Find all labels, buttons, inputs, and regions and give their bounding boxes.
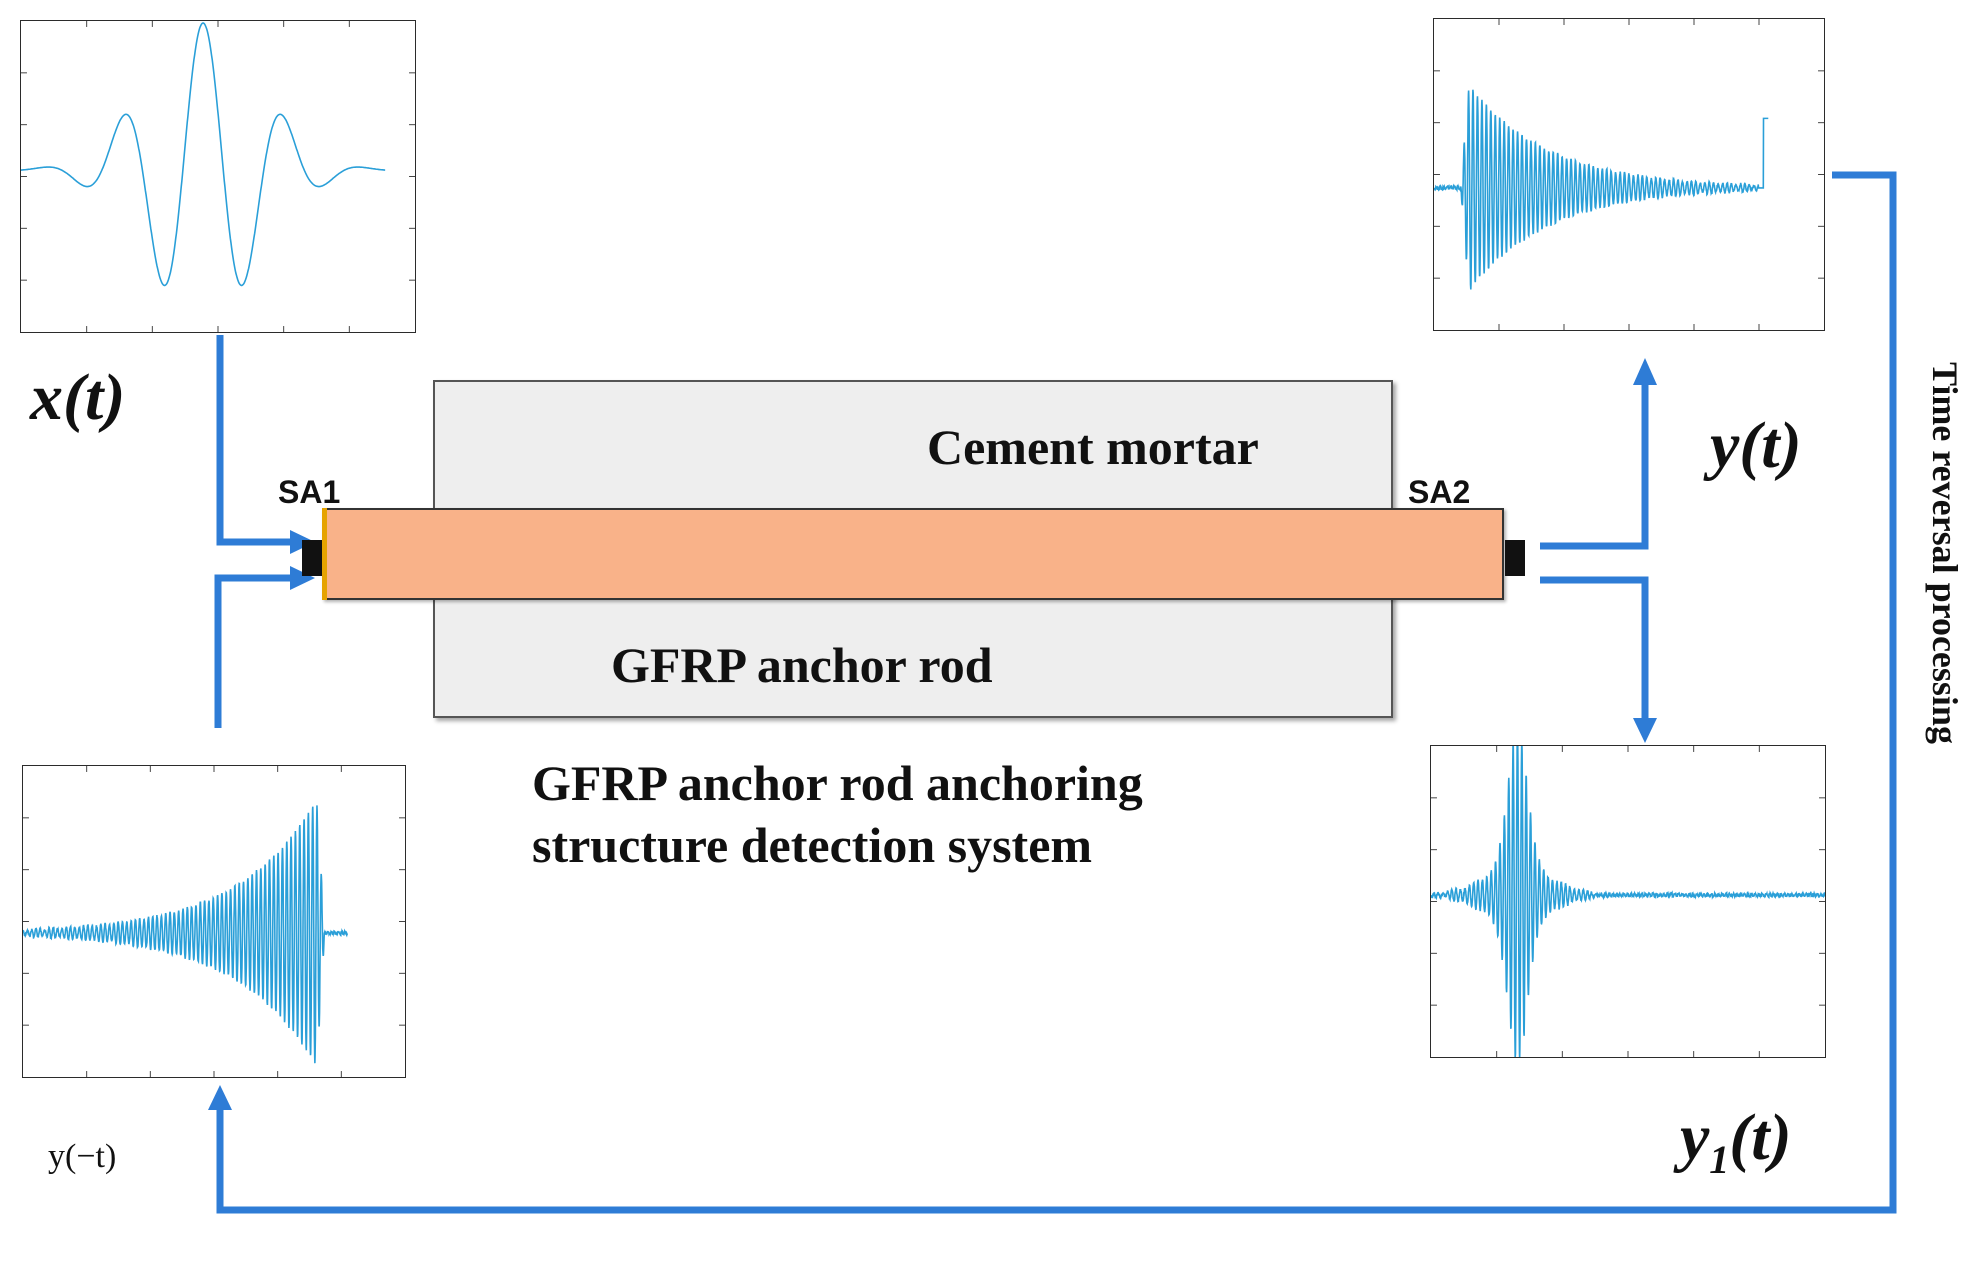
reversed-signal-label: y(−t) [48, 1138, 117, 1175]
focused-signal-subscript: 1 [1709, 1137, 1730, 1183]
caption-line-1: GFRP anchor rod anchoring [532, 755, 1143, 811]
reversed-waveform [23, 766, 405, 1077]
time-reversal-label: Time reversal processing [1925, 362, 1965, 744]
focused-signal-suffix: (t) [1729, 1101, 1792, 1174]
time-reversal-loop-arrow [216, 171, 1897, 1214]
plot-output-signal [1433, 18, 1825, 331]
input-arrow [216, 335, 290, 546]
gfrp-anchor-rod [322, 508, 1504, 600]
output-signal-trace [1434, 89, 1769, 290]
sensor-sa2 [1505, 540, 1525, 576]
input-waveform [21, 21, 415, 332]
focused-signal-label: y1(t) [1680, 1100, 1792, 1183]
system-caption: GFRP anchor rod anchoring structure dete… [532, 752, 1143, 876]
caption-line-2: structure detection system [532, 817, 1093, 873]
mortar-label: Cement mortar [927, 419, 1259, 475]
plot-reversed-signal [22, 765, 406, 1078]
output-signal-label: y(t) [1710, 409, 1802, 482]
reversed-signal-trace [23, 805, 349, 1064]
output-waveform [1434, 19, 1824, 330]
rod-label: GFRP anchor rod [611, 637, 993, 693]
rod-end-strip [322, 508, 327, 600]
sensor-sa2-label: SA2 [1408, 474, 1471, 510]
sensor-sa1-label: SA1 [278, 474, 341, 510]
plot-focused-signal [1430, 745, 1826, 1058]
input-signal-trace [21, 22, 386, 287]
focused-waveform [1431, 746, 1825, 1057]
reversed-input-arrow [214, 574, 290, 728]
focused-signal-trace [1431, 746, 1825, 1057]
output-arrow [1540, 385, 1649, 550]
sensor-sa1 [302, 540, 322, 576]
plot-input-signal [20, 20, 416, 333]
focused-signal-main: y [1680, 1101, 1710, 1174]
focused-output-arrow [1540, 576, 1649, 718]
input-signal-label: x(t) [30, 361, 126, 434]
